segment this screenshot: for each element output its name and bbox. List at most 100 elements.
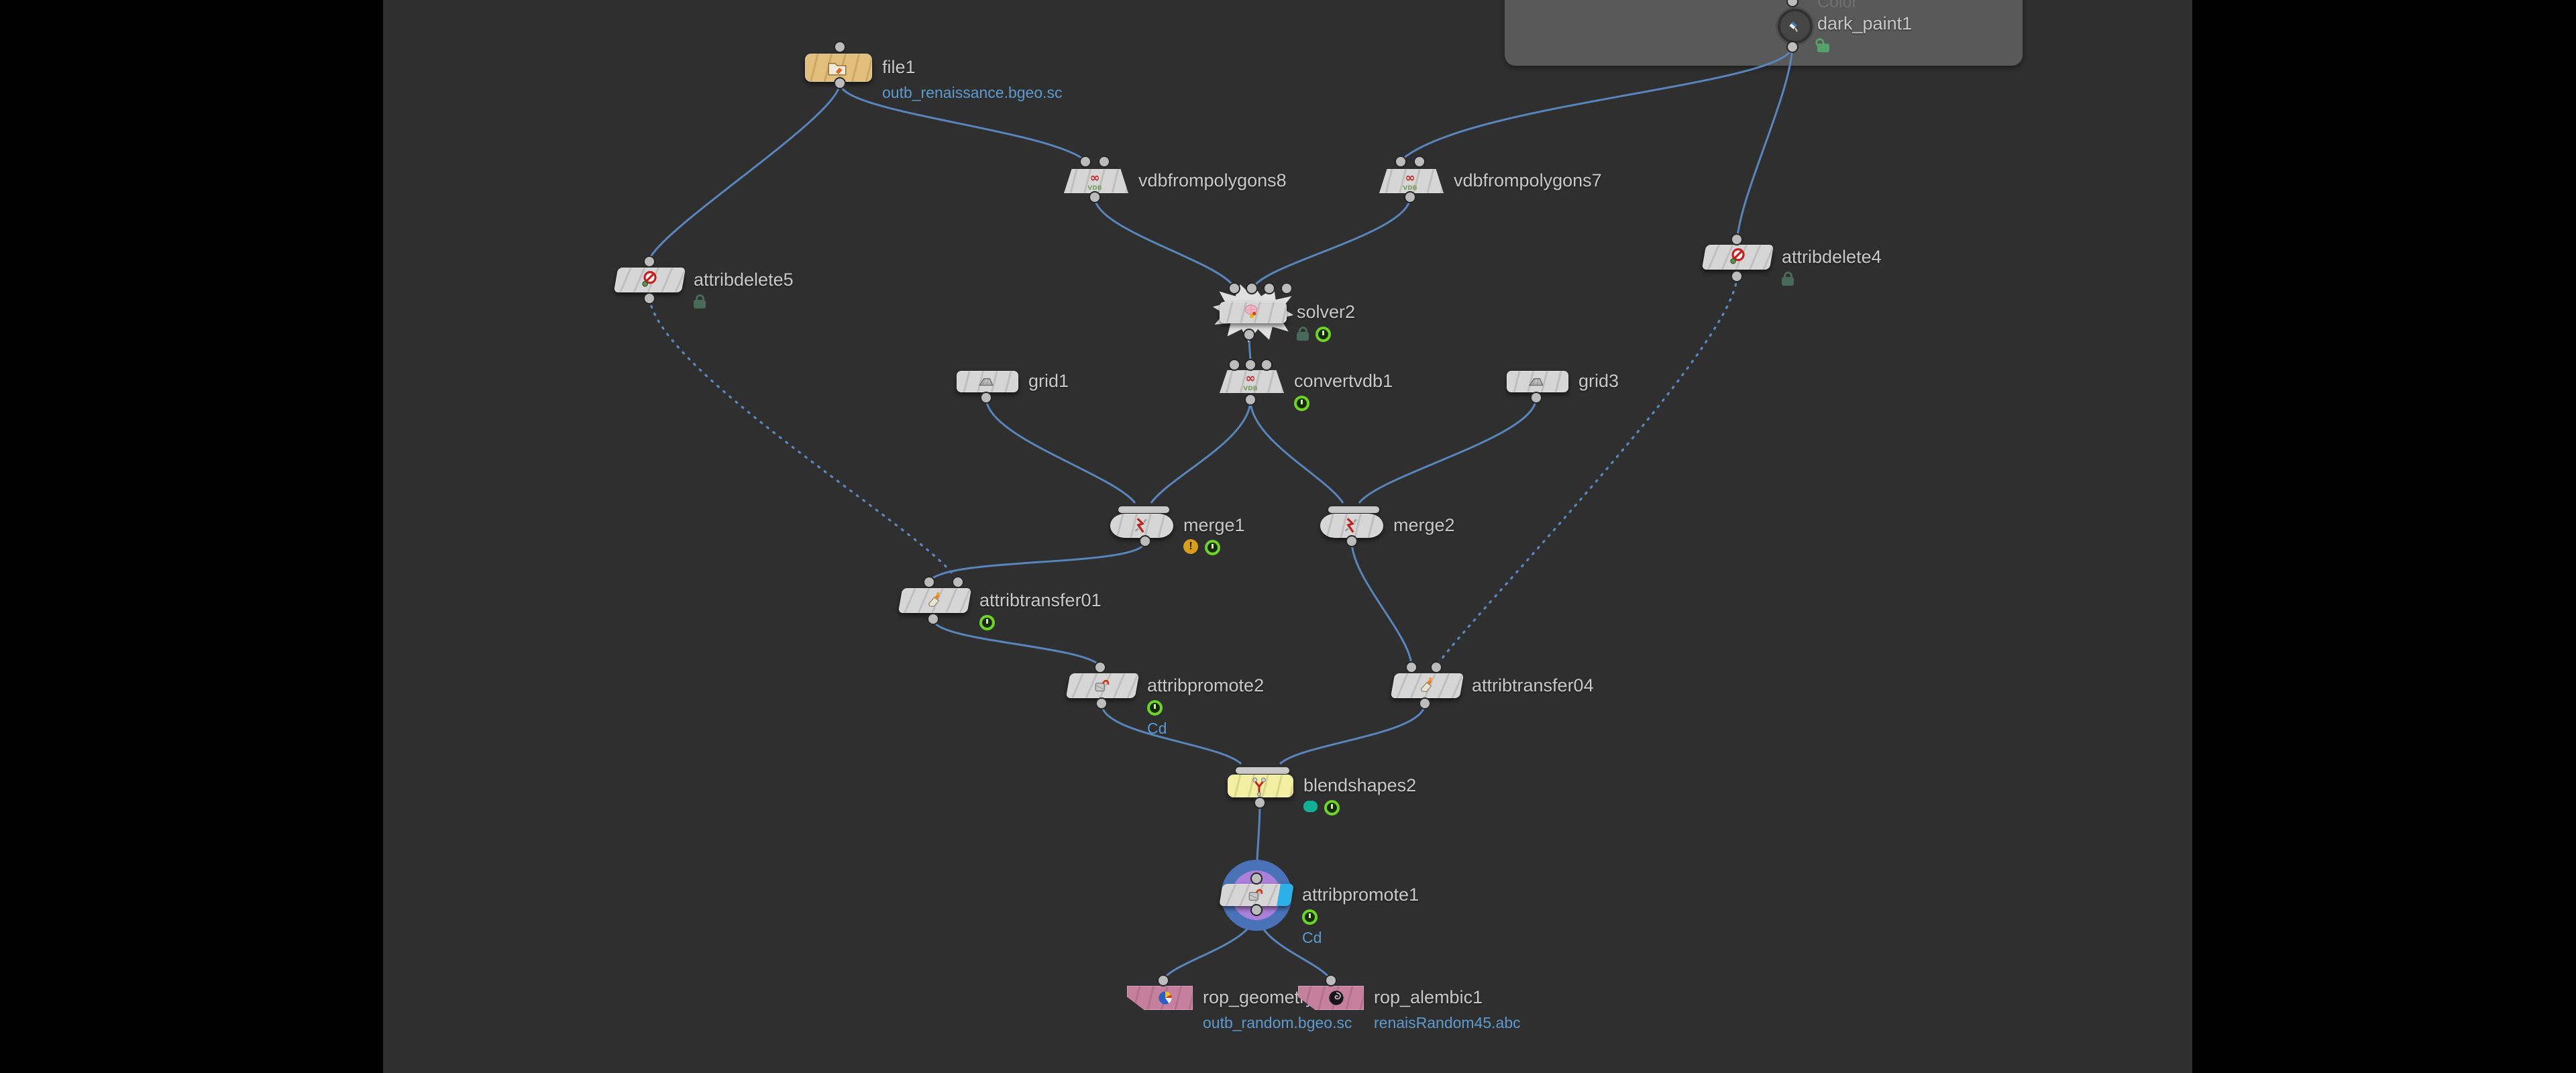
node-text: grid1 [1028,369,1069,394]
wire-13[interactable] [932,618,1100,666]
wire-15[interactable] [1436,275,1738,666]
node-body[interactable] [1220,302,1287,323]
node-body[interactable] [898,588,972,613]
multi-input-bar[interactable] [1118,506,1169,513]
multi-input-bar[interactable] [1236,767,1289,774]
transfer-icon [923,590,945,612]
node-label[interactable]: merge2 [1393,515,1455,535]
wire-5[interactable] [1253,196,1411,286]
wire-11[interactable] [930,541,1146,581]
node-body[interactable] [1298,986,1364,1010]
lock-icon[interactable] [1782,271,1794,286]
ropgeo-icon [1155,987,1176,1009]
node-label[interactable]: vdbfrompolygons7 [1454,170,1602,190]
node-label[interactable]: attribtransfer04 [1472,675,1594,695]
node-label[interactable]: grid1 [1028,371,1069,391]
node-label[interactable]: dark_paint1 [1817,13,1913,34]
wire-3[interactable] [1736,46,1794,237]
node-label[interactable]: vdbfrompolygons8 [1138,170,1287,190]
node-body[interactable] [1507,371,1568,392]
network-box[interactable] [1505,0,2023,66]
clock-icon[interactable] [1294,396,1309,411]
left-letterbox [0,0,383,1073]
node-text: solver2 [1297,300,1355,342]
node-body[interactable]: ∞VDB [1064,169,1128,193]
node-body[interactable] [1390,673,1464,698]
node-body[interactable] [1219,884,1294,906]
badge-row [1147,699,1264,716]
badge-row [1817,38,1912,54]
node-label[interactable]: attribpromote1 [1302,884,1419,905]
wire-16[interactable] [1100,703,1242,765]
wire-9[interactable] [1249,399,1344,504]
warning-icon[interactable] [1183,539,1198,554]
node-label[interactable]: rop_alembic1 [1374,987,1483,1007]
vdb-icon: ∞VDB [1084,170,1106,192]
blend-icon [1248,775,1270,797]
wire-17[interactable] [1279,703,1426,765]
vdb-icon: ∞VDB [1240,371,1261,392]
wire-10[interactable] [1358,397,1538,504]
node-label[interactable]: convertvdb1 [1294,371,1393,391]
node-body[interactable]: ∞VDB [1379,169,1444,193]
clock-icon[interactable] [1302,909,1318,925]
node-label[interactable]: attribpromote2 [1147,675,1265,695]
node-text: attribtransfer04 [1472,673,1594,698]
node-text: grid3 [1578,369,1619,394]
node-body[interactable] [1320,514,1383,538]
clock-icon[interactable] [1316,327,1331,342]
node-body[interactable] [805,54,872,82]
alembic-icon [1326,987,1347,1009]
node-caption: Cd [1147,719,1167,737]
transfer-icon [1415,675,1437,697]
node-label[interactable]: attribtransfer01 [979,589,1102,610]
node-label[interactable]: solver2 [1297,302,1356,322]
node-text: attribdelete5 [694,268,794,310]
node-body[interactable] [957,371,1018,392]
badge-row [1303,799,1416,815]
clock-icon[interactable] [1205,540,1220,555]
badge-row [1302,909,1419,925]
wire-14[interactable] [1350,541,1413,665]
node-body[interactable]: ∞VDB [1220,370,1284,393]
merge-icon [1340,515,1361,536]
node-label[interactable]: blendshapes2 [1303,775,1417,795]
svg-text:VDB: VDB [1243,386,1258,392]
node-label[interactable]: attribdelete4 [1782,246,1882,267]
node-body[interactable] [1701,245,1774,270]
clock-icon[interactable] [1147,699,1163,716]
lock-icon[interactable] [694,294,706,308]
node-caption: renaisRandom45.abc [1374,1014,1521,1031]
grid-icon [975,371,997,392]
svg-text:∞: ∞ [1245,372,1255,386]
clock-icon[interactable] [1324,800,1340,815]
wire-2[interactable] [1403,46,1794,160]
node-body[interactable] [613,268,686,292]
wire-4[interactable] [1093,196,1234,286]
node-body[interactable] [1778,9,1813,44]
node-text: attribdelete4 [1782,245,1882,287]
node-label[interactable]: grid3 [1578,371,1619,391]
svg-text:∞: ∞ [1405,171,1415,185]
comment-icon[interactable] [1303,801,1318,812]
wire-0[interactable] [839,82,1085,161]
multi-input-bar[interactable] [1328,506,1379,513]
wire-1[interactable] [648,82,841,260]
node-label[interactable]: merge1 [1183,515,1245,535]
node-body[interactable] [1110,514,1173,538]
node-body[interactable] [1228,775,1293,797]
clock-icon[interactable] [979,614,995,630]
lock-icon[interactable] [1297,327,1309,341]
merge-icon [1130,515,1151,536]
node-body[interactable] [1065,673,1140,698]
svg-text:VDB: VDB [1403,185,1417,192]
wire-12[interactable] [648,297,958,581]
wire-8[interactable] [1150,399,1252,504]
unlock-icon[interactable] [1817,44,1829,52]
node-label[interactable]: attribdelete5 [694,269,794,290]
node-label[interactable]: file1 [882,57,916,77]
wire-7[interactable] [985,397,1136,504]
